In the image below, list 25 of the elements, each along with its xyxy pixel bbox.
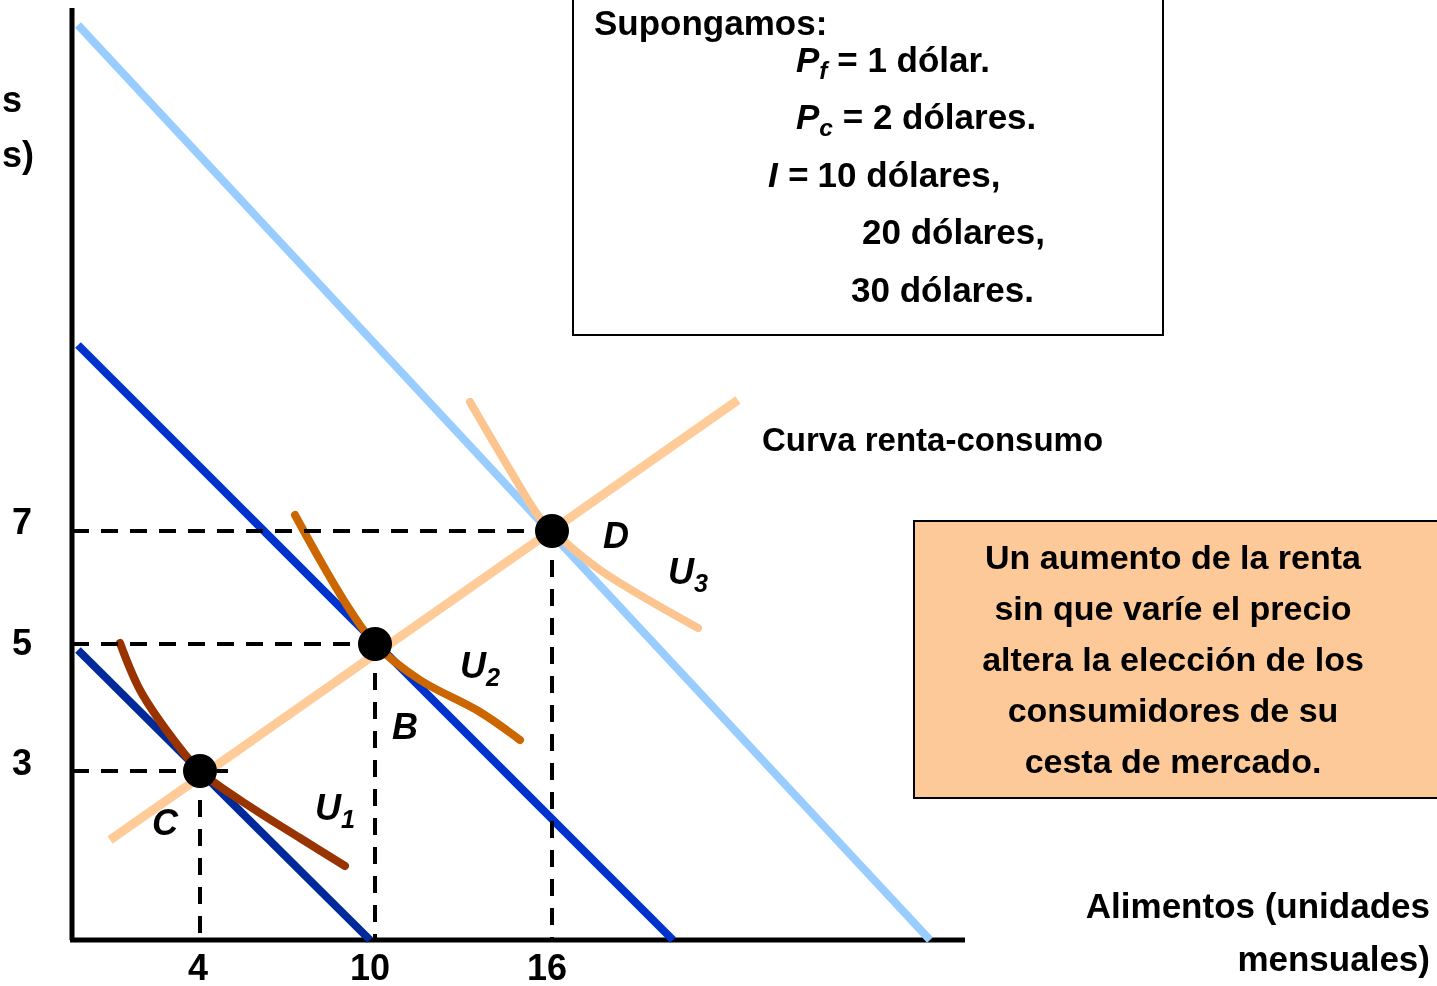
tick-label: 7 — [12, 504, 32, 540]
curve-label: U$_{1}$ — [315, 790, 355, 826]
curve-label: U$_{3}$ — [668, 554, 708, 590]
point-label: D — [603, 518, 629, 554]
note-box — [913, 520, 1437, 799]
point-label: B — [392, 709, 418, 745]
tick-label: 16 — [527, 950, 567, 986]
tick-label: 10 — [350, 950, 390, 986]
assumption-text: P$_{c}$ = 2 dólares. — [796, 99, 1037, 134]
tick-label: 5 — [12, 625, 32, 661]
assumption-box — [572, 0, 1164, 336]
tick-label: 3 — [12, 745, 32, 781]
assumption-text: Supongamos: — [594, 5, 828, 40]
assumption-text: 30 dólares. — [851, 272, 1034, 307]
note-text: Un aumento de la renta sin que varíe el precio altera la elección de los consumidores de su cesta de mercado. — [981, 537, 1365, 782]
assumption-text: P$_{f}$ = 1 dólar. — [796, 42, 990, 77]
axis-title: Alimentos (unidades mensuales) — [1084, 885, 1430, 980]
axis-title: s) — [2, 137, 34, 173]
assumption-text: 20 dólares, — [862, 214, 1045, 249]
curve-label: U$_{2}$ — [460, 648, 500, 684]
assumption-text: I = 10 dólares, — [768, 157, 1001, 192]
tick-label: 4 — [188, 950, 208, 986]
point-label: C — [152, 805, 178, 841]
curve-label: Curva renta-consumo — [762, 422, 1104, 456]
axis-title: s — [2, 82, 23, 118]
